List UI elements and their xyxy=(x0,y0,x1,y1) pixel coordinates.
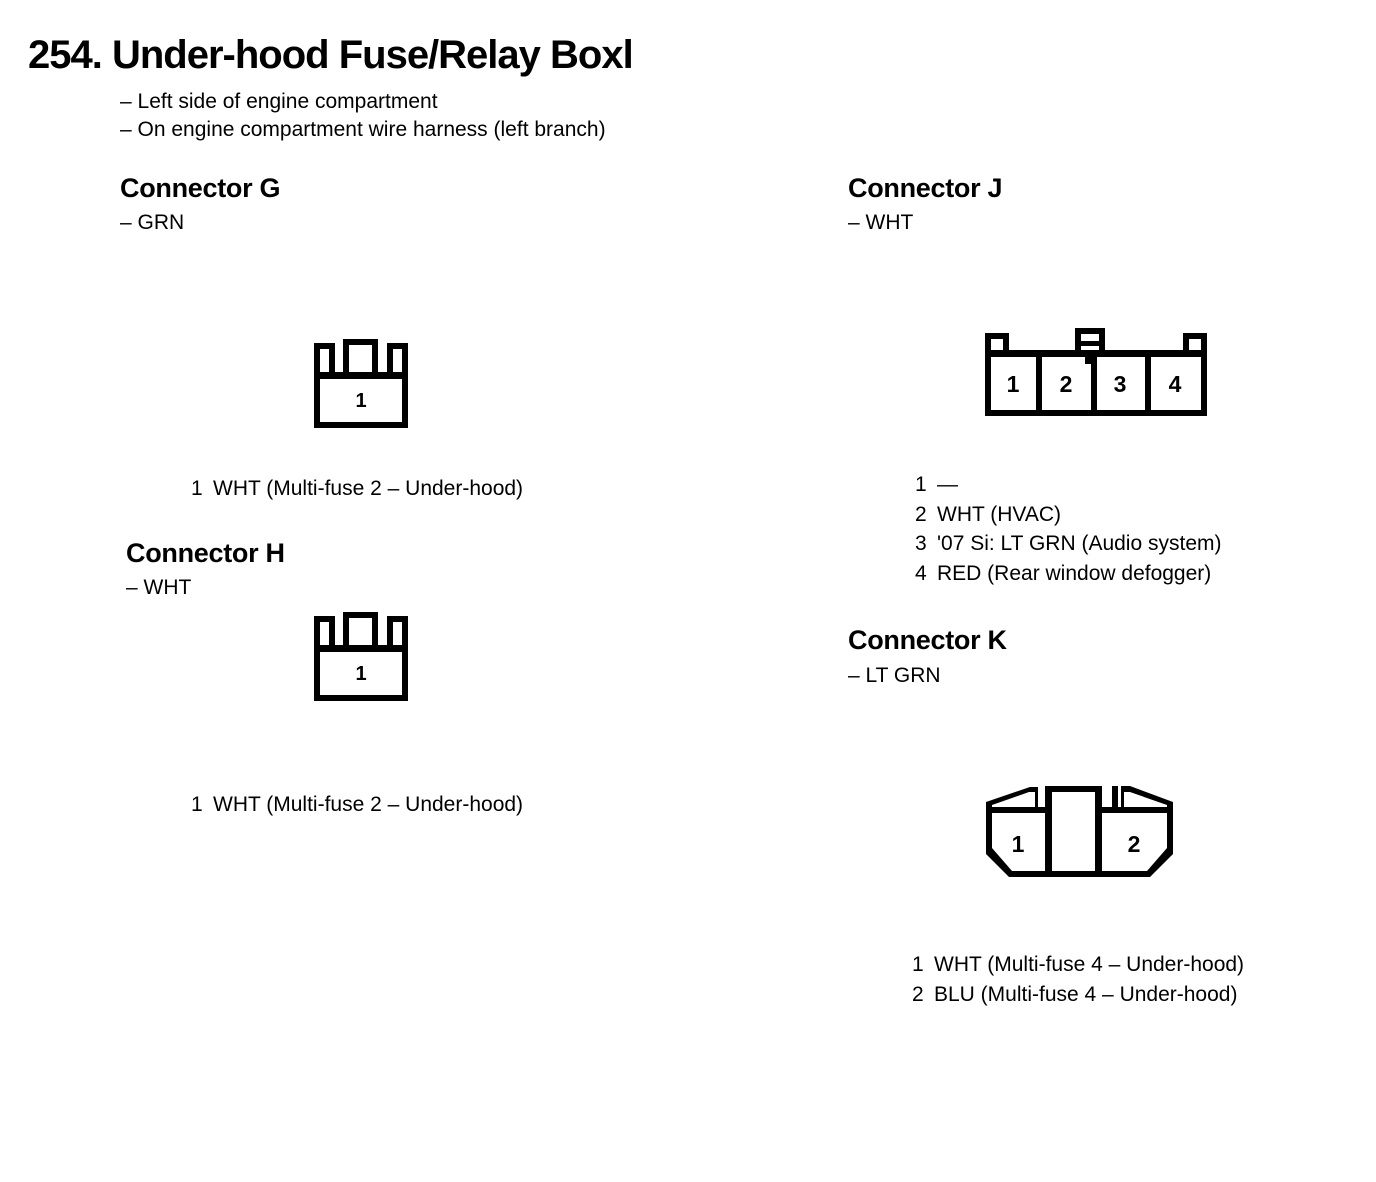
pin-description: WHT (Multi-fuse 2 – Under-hood) xyxy=(213,477,524,500)
connector-k-pin-list: 1 WHT (Multi-fuse 4 – Under-hood) 2 BLU … xyxy=(912,953,1244,1013)
connector-k-diagram: 1 2 xyxy=(986,786,1173,877)
connector-j-pin-row: 4 RED (Rear window defogger) xyxy=(915,562,1221,592)
cavity-number: 3 xyxy=(1114,371,1127,397)
location-note: – Left side of engine compartment xyxy=(120,90,438,113)
pin-description: WHT (Multi-fuse 2 – Under-hood) xyxy=(213,793,524,816)
page-title: 254. Under-hood Fuse/Relay Boxl xyxy=(28,33,634,77)
cavity-number: 2 xyxy=(1128,831,1141,857)
pin-number: 1 xyxy=(912,953,924,976)
two-pin-connector-outline xyxy=(986,786,1173,877)
location-note: – On engine compartment wire harness (le… xyxy=(120,118,606,141)
connector-k-pin-row: 2 BLU (Multi-fuse 4 – Under-hood) xyxy=(912,983,1244,1013)
cavity-number: 1 xyxy=(1012,831,1025,857)
connector-j-pin-row: 2 WHT (HVAC) xyxy=(915,503,1221,533)
cavity-number: 1 xyxy=(1007,371,1020,397)
connector-h-pin-row: 1 WHT (Multi-fuse 2 – Under-hood) xyxy=(191,793,523,817)
pin-description: WHT (Multi-fuse 4 – Under-hood) xyxy=(934,953,1245,976)
connector-k-pin-row: 1 WHT (Multi-fuse 4 – Under-hood) xyxy=(912,953,1244,983)
connector-g-diagram: 1 xyxy=(314,339,408,428)
connector-j-diagram: 1 2 3 4 xyxy=(985,328,1207,416)
pin-number: 1 xyxy=(915,473,927,496)
cavity-number: 1 xyxy=(355,390,366,412)
connector-g-pin-row: 1 WHT (Multi-fuse 2 – Under-hood) xyxy=(191,477,523,501)
connector-j-pin-list: 1 — 2 WHT (HVAC) 3 '07 Si: LT GRN (Audio… xyxy=(915,473,1221,591)
connector-k-color-note: – LT GRN xyxy=(848,664,941,687)
connector-h-color-note: – WHT xyxy=(126,576,192,599)
connector-g-color-note: – GRN xyxy=(120,211,185,234)
connector-h-heading: Connector H xyxy=(126,538,285,568)
pin-description: BLU (Multi-fuse 4 – Under-hood) xyxy=(934,983,1238,1006)
pin-number: 4 xyxy=(915,561,927,585)
pin-description: '07 Si: LT GRN (Audio system) xyxy=(937,532,1222,555)
cavity-number: 4 xyxy=(1169,371,1182,397)
connector-g-heading: Connector G xyxy=(120,173,281,203)
pin-number: 2 xyxy=(912,983,924,1006)
location-notes: – Left side of engine compartment – On e… xyxy=(120,88,606,144)
pin-description: WHT (HVAC) xyxy=(937,502,1062,526)
connector-j-color-note: – WHT xyxy=(848,211,914,234)
cavity-number: 2 xyxy=(1060,371,1073,397)
cavity-number: 1 xyxy=(355,663,366,685)
pin-number: 2 xyxy=(915,502,927,526)
single-pin-connector-outline xyxy=(314,612,408,701)
connector-j-pin-row: 1 — xyxy=(915,473,1221,503)
four-pin-connector-outline xyxy=(985,328,1207,416)
pin-description: RED (Rear window defogger) xyxy=(937,561,1212,585)
pin-number: 1 xyxy=(191,793,203,816)
connector-k-heading: Connector K xyxy=(848,625,1007,655)
connector-j-pin-row: 3 '07 Si: LT GRN (Audio system) xyxy=(915,532,1221,562)
connector-h-diagram: 1 xyxy=(314,612,408,701)
pin-number: 1 xyxy=(191,477,203,500)
pin-description: — xyxy=(937,473,958,496)
connector-j-heading: Connector J xyxy=(848,173,1003,203)
single-pin-connector-outline xyxy=(314,339,408,428)
pin-number: 3 xyxy=(915,532,927,555)
